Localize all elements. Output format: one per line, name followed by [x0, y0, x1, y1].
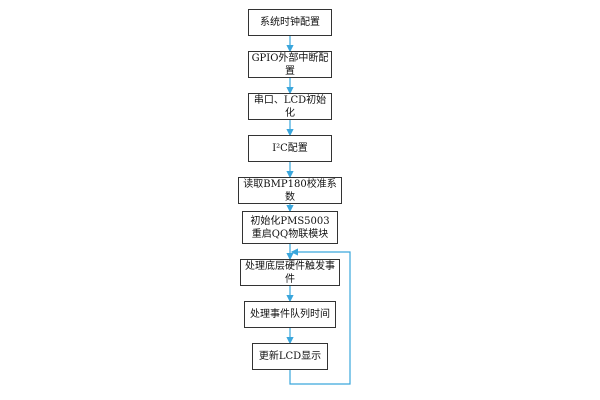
step-clock-config: 系统时钟配置: [248, 9, 332, 36]
step-init-pms5003-restart-qq: 初始化PMS5003 重启QQ物联模块: [242, 211, 338, 244]
step-read-bmp180-calibration: 读取BMP180校准系数: [238, 177, 342, 204]
step-i2c-config: I²C配置: [248, 135, 332, 162]
step-handle-hardware-events: 处理底层硬件触发事件: [240, 259, 340, 286]
step-gpio-interrupt-config: GPIO外部中断配置: [248, 51, 332, 78]
step-update-lcd-display: 更新LCD显示: [252, 343, 328, 370]
step-uart-lcd-init: 串口、LCD初始化: [248, 93, 332, 120]
loop-back-connector: [289, 248, 351, 385]
step-process-event-queue: 处理事件队列时间: [244, 301, 336, 328]
